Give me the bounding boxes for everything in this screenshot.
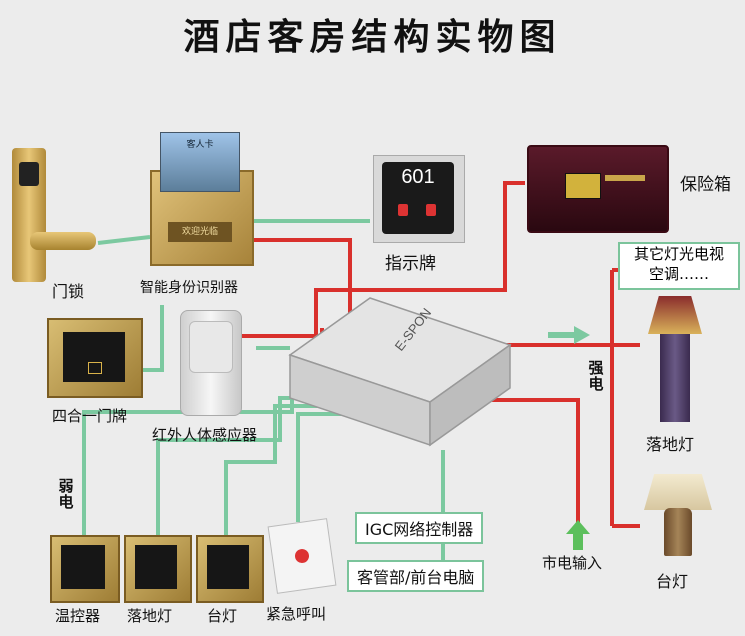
arrow-to-strong-bus <box>548 326 590 344</box>
infrared-lens <box>189 321 233 373</box>
lock-icon <box>88 362 102 374</box>
guest-card: 客人卡 <box>160 132 240 192</box>
indicator-dnd-icon <box>398 204 408 216</box>
safe-box <box>527 145 669 233</box>
line-red-indicator-safe <box>314 181 525 385</box>
line-ctrl-tablesw <box>224 404 365 535</box>
table-lamp-switch <box>196 535 264 603</box>
emergency-call-red-icon <box>294 548 310 564</box>
emergency-call-button <box>267 518 337 594</box>
label-indicator: 指示牌 <box>385 254 436 274</box>
label-floor-lamp-right: 落地灯 <box>646 435 695 454</box>
thermostat-switch <box>50 535 120 603</box>
label-thermostat: 温控器 <box>55 607 101 625</box>
line-ctrl-mains <box>490 398 580 526</box>
label-other-devices-2: 空调…… <box>648 265 709 283</box>
floor-lamp-right-pole <box>660 334 690 422</box>
label-card-reader: 智能身份识别器 <box>140 280 238 296</box>
line-fourinone <box>140 305 164 372</box>
safe-keypad <box>565 173 601 199</box>
other-devices-box: 其它灯光电视 空调…… <box>618 242 740 290</box>
indicator-panel: 601 <box>373 155 465 243</box>
infrared-sensor <box>180 310 242 416</box>
guest-card-text: 客人卡 <box>186 140 214 150</box>
label-mains-input: 市电输入 <box>542 554 603 572</box>
label-weak-power: 弱电 <box>58 477 74 511</box>
page-title: 酒店客房结构实物图 <box>183 17 562 58</box>
label-infrared-sensor: 红外人体感应器 <box>152 426 258 444</box>
door-lock-handle <box>30 232 96 250</box>
igc-controller-box: IGC网络控制器 <box>355 512 484 544</box>
indicator-number: 601 <box>401 166 435 188</box>
floor-lamp-right <box>648 296 702 334</box>
arrow-mains-input <box>566 520 590 550</box>
four-in-one-face <box>63 332 125 382</box>
housekeeping-box: 客管部/前台电脑 <box>347 560 485 592</box>
label-safe: 保险箱 <box>680 175 731 195</box>
label-other-devices-1: 其它灯光电视 <box>633 245 724 263</box>
card-reader-slot: 欢迎光临 <box>168 222 232 242</box>
indicator-clean-icon <box>426 204 436 216</box>
label-strong-power: 强电 <box>588 359 604 393</box>
label-four-in-one: 四合一门牌 <box>52 407 128 425</box>
indicator-face: 601 <box>382 162 454 234</box>
label-door-lock: 门锁 <box>52 282 85 301</box>
four-in-one-plate <box>47 318 143 398</box>
floor-lamp-switch <box>124 535 192 603</box>
table-lamp-right <box>644 474 712 510</box>
line-lock-reader <box>97 235 151 245</box>
label-floor-lamp-switch: 落地灯 <box>127 607 173 625</box>
label-table-lamp-switch: 台灯 <box>207 607 238 625</box>
safe-handle <box>605 175 645 181</box>
floor-lamp-switch-face <box>135 545 177 589</box>
label-table-lamp-right: 台灯 <box>656 572 689 591</box>
table-lamp-right-base <box>664 508 692 556</box>
thermostat-face <box>61 545 105 589</box>
door-lock-reader-window <box>19 162 39 186</box>
table-lamp-switch-face <box>207 545 249 589</box>
label-emergency-call: 紧急呼叫 <box>266 605 327 623</box>
